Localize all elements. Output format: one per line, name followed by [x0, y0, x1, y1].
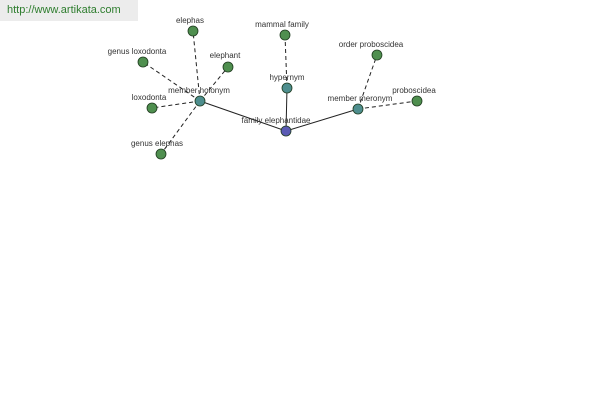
- node-mammal-family[interactable]: [279, 29, 291, 41]
- label-elephas: elephas: [176, 16, 204, 25]
- node-meronym[interactable]: [352, 103, 364, 115]
- node-loxodonta[interactable]: [146, 102, 158, 114]
- label-genus-loxodonta: genus loxodonta: [108, 47, 167, 56]
- label-genus-elephas: genus elephas: [131, 139, 183, 148]
- edge-family-to-hypernym: [285, 87, 288, 132]
- labels-layer: family elephantidae member holonym hyperny…: [108, 16, 437, 148]
- node-genus-elephas[interactable]: [155, 148, 167, 160]
- edge-family-to-meronym: [285, 108, 359, 132]
- label-elephant: elephant: [210, 51, 241, 60]
- label-loxodonta: loxodonta: [132, 93, 167, 102]
- label-family: family elephantidae: [242, 116, 311, 125]
- edge-hypernym-to-mammal-family: [284, 34, 288, 89]
- label-holonym: member holonym: [168, 86, 230, 95]
- edge-family-to-holonym: [199, 100, 287, 132]
- edge-meronym-to-order-proboscidea: [357, 54, 378, 110]
- node-elephant[interactable]: [222, 61, 234, 73]
- edges-layer: [142, 30, 418, 155]
- nodes-layer: [137, 25, 423, 160]
- edge-holonym-to-elephas: [192, 30, 201, 102]
- label-proboscidea: proboscidea: [392, 86, 436, 95]
- edge-holonym-to-genus-elephas: [160, 100, 201, 155]
- node-elephas[interactable]: [187, 25, 199, 37]
- edge-meronym-to-proboscidea: [357, 100, 418, 110]
- node-hypernym[interactable]: [281, 82, 293, 94]
- node-holonym[interactable]: [194, 95, 206, 107]
- label-order-proboscidea: order proboscidea: [339, 40, 404, 49]
- label-meronym: member meronym: [328, 94, 393, 103]
- node-proboscidea[interactable]: [411, 95, 423, 107]
- node-family[interactable]: [280, 125, 292, 137]
- edge-holonym-to-elephant: [199, 66, 229, 102]
- node-order-proboscidea[interactable]: [371, 49, 383, 61]
- edge-holonym-to-loxodonta: [151, 100, 201, 109]
- edge-holonym-to-genus-loxodonta: [142, 61, 201, 102]
- watermark-url: http://www.artikata.com: [0, 0, 138, 21]
- label-hypernym: hypernym: [269, 73, 304, 82]
- node-genus-loxodonta[interactable]: [137, 56, 149, 68]
- label-mammal-family: mammal family: [255, 20, 309, 29]
